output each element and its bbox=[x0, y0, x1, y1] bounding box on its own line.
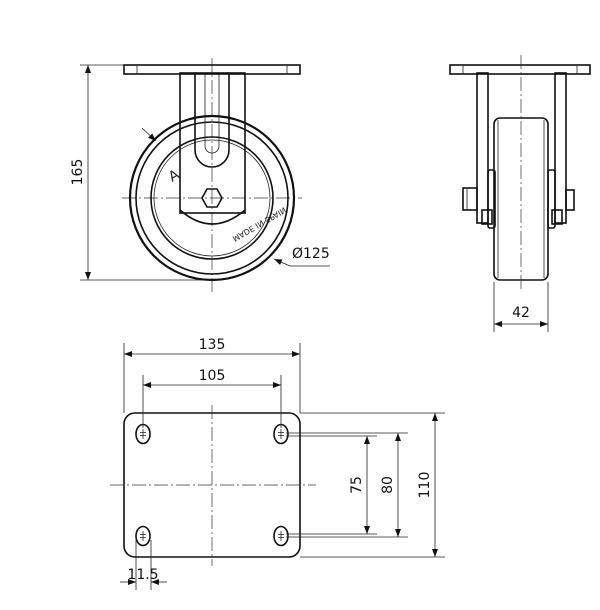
front-view: A MADE IN SPAIN 165 Ø125 bbox=[70, 58, 330, 292]
top-plate-side bbox=[449, 64, 591, 75]
height-dimension-label: 165 bbox=[70, 159, 86, 186]
wheel-rim bbox=[150, 136, 274, 260]
fork-slot-inner bbox=[204, 73, 220, 154]
mounting-hole bbox=[273, 525, 289, 547]
axle-nut-icon bbox=[201, 188, 223, 208]
mounting-hole bbox=[135, 525, 151, 547]
diameter-leader bbox=[273, 258, 291, 267]
side-view: 42 bbox=[449, 55, 591, 332]
fork-leg-right bbox=[554, 72, 567, 224]
hole-spacing-x-label: 105 bbox=[199, 368, 226, 384]
axle-bolt-head-icon bbox=[462, 187, 478, 211]
slot-width-label: 11.5 bbox=[127, 567, 158, 583]
fork-leg-left bbox=[476, 72, 489, 224]
hub-left bbox=[487, 169, 496, 229]
fork-leg bbox=[179, 72, 246, 214]
plate-view: 135 105 75 80 110 11.5 bbox=[110, 337, 445, 590]
fork-slot bbox=[194, 73, 230, 168]
plate-width-label: 135 bbox=[199, 337, 226, 353]
hole-spacing-y-outer-label: 80 bbox=[380, 476, 396, 494]
width-dimension-label: 42 bbox=[512, 305, 530, 321]
diameter-label: Ø125 bbox=[292, 246, 330, 262]
wheel-tread-inner bbox=[135, 121, 289, 275]
plate-length-label: 110 bbox=[417, 472, 433, 499]
axle-nut-side-icon bbox=[565, 189, 575, 211]
top-plate bbox=[123, 64, 301, 75]
hub-arc bbox=[179, 209, 246, 225]
wheel-rim-inner bbox=[153, 139, 271, 257]
hole-spacing-y-inner-label: 75 bbox=[349, 476, 365, 494]
